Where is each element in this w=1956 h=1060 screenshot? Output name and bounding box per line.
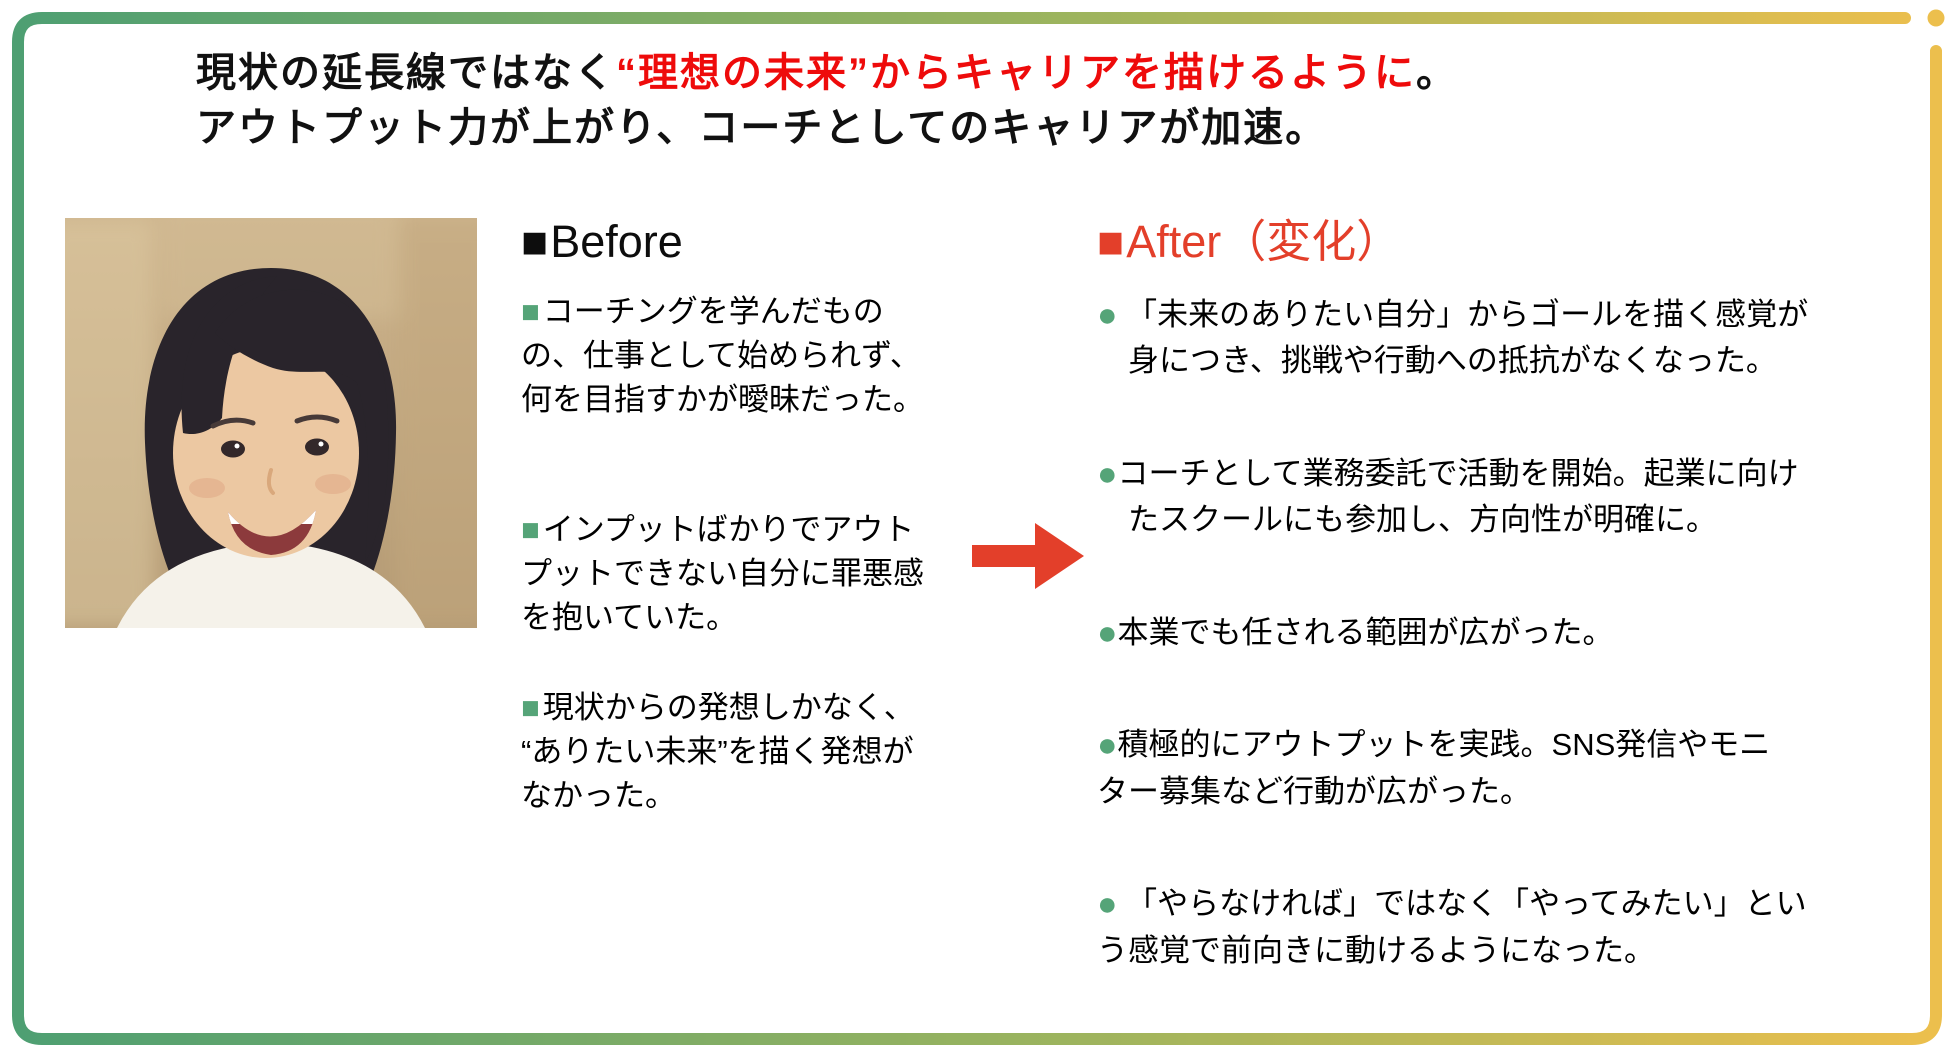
after-bullet-2: ●コーチとして業務委託で活動を開始。起業に向け たスクールにも参加し、方向性が明… <box>1097 451 1927 544</box>
after-bullet-1: ● 「未来のありたい自分」からゴールを描く感覚が 身につき、挑戦や行動への抵抗が… <box>1097 292 1927 385</box>
before-bullet-3: ■現状からの発想しかなく、 “ありたい未来”を描く発想が なかった。 <box>521 686 991 818</box>
after-bullet-3-text: 本業でも任される範囲が広がった。 <box>1117 614 1614 650</box>
green-circle-bullet-icon: ● <box>1097 885 1118 924</box>
after-bullet-5-text: 「やらなければ」ではなく「やってみたい」とい う感覚で前向きに動けるようになった… <box>1097 886 1807 968</box>
red-square-icon: ■ <box>1097 216 1125 267</box>
testimonial-photo <box>45 198 495 628</box>
green-circle-bullet-icon: ● <box>1097 726 1118 765</box>
after-bullet-5: ● 「やらなければ」ではなく「やってみたい」とい う感覚で前向きに動けるようにな… <box>1097 881 1927 974</box>
after-section: ■After（変化） ● 「未来のありたい自分」からゴールを描く感覚が 身につき… <box>1097 218 1927 974</box>
after-heading: ■After（変化） <box>1097 218 1927 266</box>
headline-line1-period: 。 <box>1416 51 1458 95</box>
after-bullet-4: ●積極的にアウトプットを実践。SNS発信やモニ ター募集など行動が広がった。 <box>1097 722 1927 815</box>
green-square-bullet-icon: ■ <box>521 511 540 547</box>
woman-portrait-illustration <box>45 198 495 628</box>
green-circle-bullet-icon: ● <box>1097 295 1118 334</box>
before-heading: ■Before <box>521 218 991 266</box>
after-bullet-2-text: コーチとして業務委託で活動を開始。起業に向け たスクールにも参加し、方向性が明確… <box>1117 455 1799 538</box>
before-heading-label: Before <box>550 216 683 267</box>
before-after-arrow-icon <box>972 520 1085 592</box>
green-circle-bullet-icon: ● <box>1097 454 1118 493</box>
after-heading-label: After（変化） <box>1126 216 1402 267</box>
before-bullet-1: ■コーチングを学んだもの の、仕事として始められず、 何を目指すかが曖昧だった。 <box>521 290 991 422</box>
green-square-bullet-icon: ■ <box>521 689 540 725</box>
before-bullet-2-text: インプットばかりでアウト プットできない自分に罪悪感 を抱いていた。 <box>521 511 924 635</box>
before-section: ■Before ■コーチングを学んだもの の、仕事として始められず、 何を目指す… <box>521 218 991 818</box>
green-circle-bullet-icon: ● <box>1097 613 1118 652</box>
green-square-bullet-icon: ■ <box>521 293 540 329</box>
headline-line1: 現状の延長線ではなく“理想の未来”からキャリアを描けるように。 <box>196 46 1458 101</box>
headline-line1-black: 現状の延長線ではなく <box>196 51 616 95</box>
before-bullet-3-text: 現状からの発想しかなく、 “ありたい未来”を描く発想が なかった。 <box>521 689 915 813</box>
after-bullet-3: ●本業でも任される範囲が広がった。 <box>1097 610 1927 657</box>
before-bullet-1-text: コーチングを学んだもの の、仕事として始められず、 何を目指すかが曖昧だった。 <box>521 293 924 417</box>
after-bullet-4-text: 積極的にアウトプットを実践。SNS発信やモニ ター募集など行動が広がった。 <box>1097 727 1771 809</box>
headline-line2: アウトプット力が上がり、コーチとしてのキャリアが加速。 <box>196 106 1328 151</box>
before-bullet-2: ■インプットばかりでアウト プットできない自分に罪悪感 を抱いていた。 <box>521 508 991 640</box>
headline: 現状の延長線ではなく“理想の未来”からキャリアを描けるように。 アウトプット力が… <box>196 46 1458 156</box>
corner-dot <box>1927 9 1945 27</box>
headline-line1-red: “理想の未来”からキャリアを描けるように <box>616 51 1416 95</box>
after-bullet-1-text: 「未来のありたい自分」からゴールを描く感覚が 身につき、挑戦や行動への抵抗がなく… <box>1126 296 1809 379</box>
black-square-icon: ■ <box>521 216 549 267</box>
